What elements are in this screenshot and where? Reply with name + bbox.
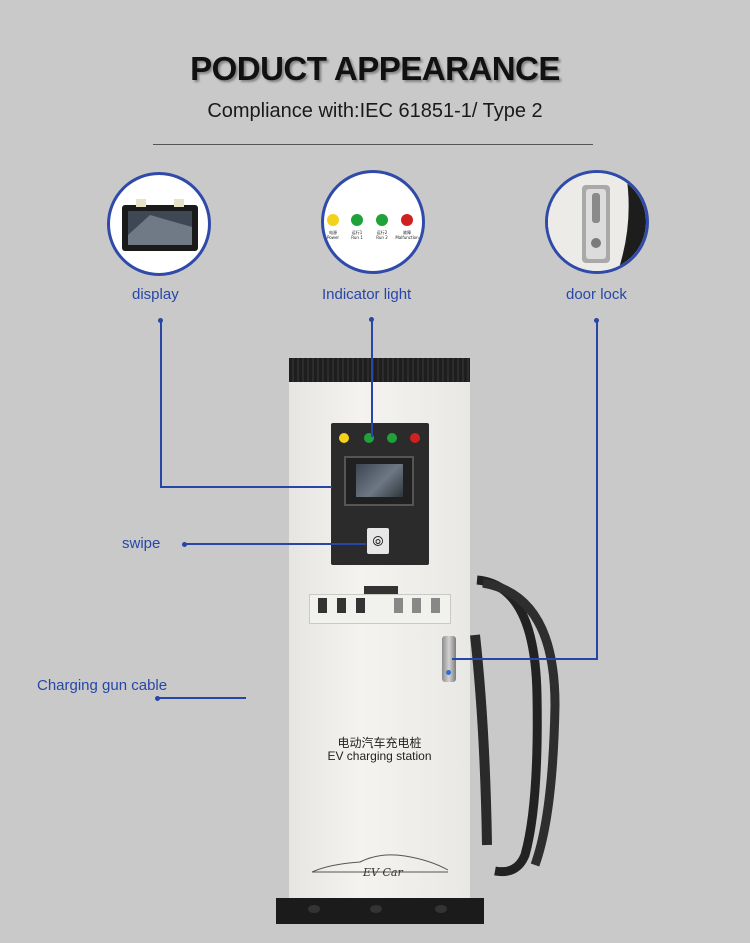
display-callout-label: display bbox=[132, 286, 179, 303]
run2-lamp bbox=[387, 433, 397, 443]
ev-car-logo: EV Car bbox=[363, 866, 403, 879]
station-top-vent bbox=[289, 358, 470, 382]
breaker-switch[interactable] bbox=[394, 598, 403, 613]
base-foot bbox=[370, 905, 382, 913]
breaker-switch[interactable] bbox=[318, 598, 327, 613]
door-handle[interactable] bbox=[442, 636, 456, 682]
svg-text:电源: 电源 bbox=[329, 229, 337, 235]
display-icon bbox=[122, 199, 198, 251]
breaker-switch[interactable] bbox=[356, 598, 365, 613]
run1-lamp bbox=[364, 433, 374, 443]
breaker-panel-label bbox=[364, 586, 398, 594]
door-lock-icon bbox=[548, 173, 646, 271]
station-label-chinese: 电动汽车充电桩 bbox=[337, 736, 422, 750]
door-lock-detail-circle bbox=[545, 170, 649, 274]
breaker-switch[interactable] bbox=[337, 598, 346, 613]
svg-text:Run 1: Run 1 bbox=[351, 235, 363, 240]
cable-callout-label: Charging gun cable bbox=[37, 677, 168, 694]
svg-text:Power: Power bbox=[327, 235, 339, 240]
indicator-callout-label: Indicator light bbox=[322, 286, 412, 303]
breaker-switch[interactable] bbox=[431, 598, 440, 613]
door-keyhole-icon bbox=[446, 670, 451, 675]
display-detail-circle bbox=[107, 172, 211, 276]
display-leader-line bbox=[160, 320, 162, 487]
cable-leader-line bbox=[157, 697, 246, 699]
svg-text:Malfunction: Malfunction bbox=[395, 235, 419, 240]
station-label-english: EV charging station bbox=[327, 749, 432, 763]
indicator-detail-circle: 电源 Power 运行1 Run 1 运行2 Run 2 故障 Malfunct… bbox=[321, 170, 425, 274]
car-silhouette-icon bbox=[311, 854, 449, 873]
door-lock-callout-label: door lock bbox=[566, 286, 627, 303]
swipe-leader-line bbox=[184, 543, 366, 545]
page-subtitle: Compliance with:IEC 61851-1/ Type 2 bbox=[207, 100, 543, 122]
station-display-glass bbox=[356, 464, 403, 497]
door-lock-leader-line bbox=[452, 658, 598, 660]
indicator-leader-line bbox=[371, 319, 373, 437]
swipe-callout-label: swipe bbox=[122, 535, 161, 552]
breaker-panel bbox=[309, 594, 451, 624]
page-title: PODUCT APPEARANCE bbox=[190, 50, 560, 87]
svg-text:故障: 故障 bbox=[403, 229, 411, 235]
title-divider bbox=[153, 144, 593, 145]
display-leader-line bbox=[160, 486, 332, 488]
charging-cable-icon bbox=[470, 575, 560, 877]
svg-text:运行2: 运行2 bbox=[377, 229, 388, 235]
malfunction-lamp bbox=[410, 433, 420, 443]
breaker-switch[interactable] bbox=[412, 598, 421, 613]
power-lamp bbox=[339, 433, 349, 443]
indicator-light-icon: 电源 Power 运行1 Run 1 运行2 Run 2 故障 Malfunct… bbox=[327, 214, 419, 240]
rfid-swipe-icon[interactable]: ⦾ bbox=[367, 528, 389, 554]
base-foot bbox=[308, 905, 320, 913]
base-foot bbox=[435, 905, 447, 913]
door-lock-leader-line bbox=[596, 320, 598, 660]
svg-text:运行1: 运行1 bbox=[352, 229, 363, 235]
svg-text:Run 2: Run 2 bbox=[376, 235, 388, 240]
